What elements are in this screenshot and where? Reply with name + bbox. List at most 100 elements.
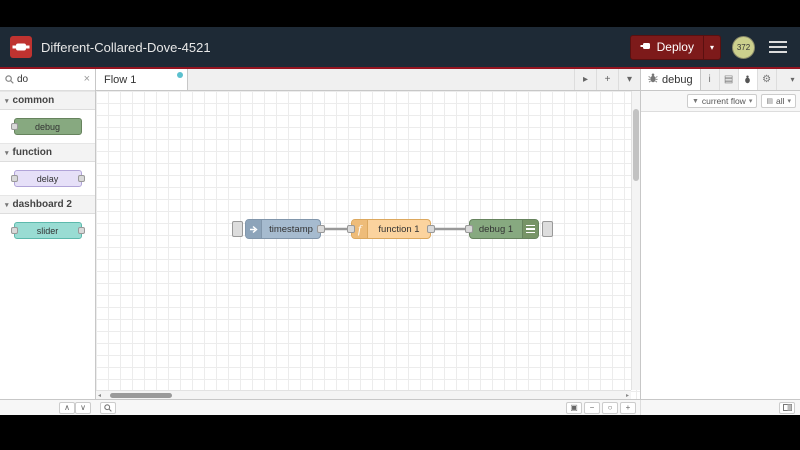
palette-node-delay[interactable]: delay: [10, 170, 85, 187]
palette-collapse-up-icon[interactable]: ∧: [59, 401, 75, 414]
palette-collapse-down-icon[interactable]: ∨: [75, 401, 91, 414]
node-red-logo-icon[interactable]: [10, 36, 32, 58]
node-input-port[interactable]: [347, 225, 355, 233]
chevron-down-icon: ▾: [787, 98, 791, 105]
deploy-node-icon: [640, 40, 652, 54]
flow-tab-label: Flow 1: [104, 73, 137, 86]
search-icon: [5, 71, 14, 89]
bug-icon: [648, 73, 658, 86]
minimap-toggle-icon[interactable]: ▣: [566, 401, 582, 414]
debug-sliders-icon: [522, 220, 538, 238]
footer-bar: ∧ ∨ ▣ − ○ +: [0, 399, 800, 415]
chevron-down-icon: ▾: [5, 149, 9, 157]
tab-debug-icon[interactable]: [738, 69, 758, 90]
node-input-port: [10, 175, 18, 182]
tab-config-gear-icon[interactable]: ⚙: [758, 69, 777, 90]
node-label: debug 1: [478, 223, 514, 235]
flow-canvas[interactable]: timestamp f function 1 debug 1: [96, 91, 640, 399]
chevron-down-icon: ▾: [5, 97, 9, 105]
chevron-down-icon: ▾: [748, 98, 753, 105]
node-label: timestamp: [269, 223, 313, 235]
vertical-scrollbar-thumb[interactable]: [633, 109, 639, 181]
debug-toggle-button[interactable]: [542, 221, 553, 237]
palette-footer: ∧ ∨: [0, 401, 96, 414]
palette-category-function[interactable]: ▾ function: [0, 143, 95, 162]
sidebar-tab-label: debug: [662, 73, 693, 86]
header: Different-Collared-Dove-4521 Deploy ▾: [0, 27, 800, 69]
node-output-port: [77, 175, 85, 182]
debug-filter-all-button[interactable]: ▤ all ▾: [761, 94, 796, 108]
palette-category-common[interactable]: ▾ common: [0, 91, 95, 110]
palette-search-input[interactable]: [17, 74, 81, 85]
deploy-button[interactable]: Deploy ▾: [629, 34, 721, 60]
main-row: × ▾ common debug ▾ function: [0, 69, 800, 399]
scroll-left-icon[interactable]: ◂: [98, 392, 102, 399]
inject-icon: [246, 220, 262, 238]
category-label: common: [12, 95, 55, 106]
scroll-tabs-icon[interactable]: ▸: [574, 69, 596, 90]
palette-category-dashboard-body: slider: [0, 214, 95, 247]
palette-category-dashboard[interactable]: ▾ dashboard 2: [0, 195, 95, 214]
flow-node-function[interactable]: f function 1: [347, 219, 435, 239]
palette-node-label: delay: [36, 173, 59, 184]
search-clear-icon[interactable]: ×: [83, 73, 90, 85]
vertical-scrollbar[interactable]: [631, 91, 640, 390]
wires: [321, 227, 469, 231]
tab-flow-1[interactable]: Flow 1: [96, 69, 188, 90]
zoom-controls: ▣ − ○ +: [566, 401, 636, 414]
deploy-button-main[interactable]: Deploy: [631, 36, 703, 59]
node-label: function 1: [378, 223, 420, 235]
right-sidebar: debug i ▤ ⚙ ▾ ▼ current flow ▾: [640, 69, 800, 399]
user-avatar[interactable]: 372: [732, 35, 755, 59]
search-flows-icon[interactable]: [100, 401, 116, 414]
hamburger-icon: [769, 41, 787, 43]
sidebar-tabbar: debug i ▤ ⚙ ▾: [641, 69, 800, 91]
add-flow-button[interactable]: +: [596, 69, 618, 90]
sidebar-tab-list-caret[interactable]: ▾: [790, 75, 795, 84]
deploy-caret-button[interactable]: ▾: [702, 35, 720, 59]
unsaved-changes-dot: [177, 72, 183, 78]
tabbar-tools: ▸ + ▾: [574, 69, 640, 90]
debug-filter-flow-button[interactable]: ▼ current flow ▾: [686, 94, 758, 108]
node-output-port: [77, 227, 85, 234]
tab-help-icon[interactable]: ▤: [720, 69, 739, 90]
palette-node-debug[interactable]: debug: [10, 118, 82, 135]
palette-node-label: debug: [34, 121, 61, 132]
zoom-in-button[interactable]: +: [620, 401, 636, 414]
flow-node-debug[interactable]: debug 1: [465, 219, 539, 239]
zoom-reset-button[interactable]: ○: [602, 401, 618, 414]
node-red-app: Different-Collared-Dove-4521 Deploy ▾: [0, 27, 800, 415]
scroll-right-icon[interactable]: ▸: [625, 392, 629, 399]
flow-list-button[interactable]: ▾: [618, 69, 640, 90]
function-icon: f: [352, 220, 368, 238]
flow-node-inject[interactable]: timestamp: [245, 219, 325, 239]
palette: × ▾ common debug ▾ function: [0, 69, 96, 399]
tab-debug[interactable]: debug: [641, 69, 701, 90]
category-label: dashboard 2: [12, 199, 72, 210]
zoom-out-button[interactable]: −: [584, 401, 600, 414]
horizontal-scrollbar-thumb[interactable]: [110, 393, 172, 398]
node-output-port[interactable]: [317, 225, 325, 233]
node-input-port: [10, 123, 18, 130]
horizontal-scrollbar[interactable]: ◂ ▸: [96, 390, 631, 399]
debug-filter-bar: ▼ current flow ▾ ▤ all ▾: [641, 91, 800, 112]
category-label: function: [12, 147, 52, 158]
canvas-footer: ▣ − ○ +: [96, 401, 640, 414]
inject-trigger-button[interactable]: [232, 221, 243, 237]
workspace-title: Different-Collared-Dove-4521: [41, 39, 211, 55]
palette-search: ×: [0, 69, 95, 91]
palette-category-common-body: debug: [0, 110, 95, 143]
main-menu-button[interactable]: [766, 38, 790, 56]
flow-canvas-panel: Flow 1 ▸ + ▾: [96, 69, 640, 399]
node-output-port[interactable]: [427, 225, 435, 233]
tab-info-icon[interactable]: i: [701, 69, 720, 90]
funnel-icon: ▼: [691, 97, 699, 105]
expand-sidebar-icon[interactable]: [779, 401, 795, 414]
deploy-label: Deploy: [656, 40, 694, 54]
filter-all-label: all: [775, 96, 785, 106]
palette-node-slider[interactable]: slider: [10, 222, 85, 239]
debug-messages-panel: [641, 112, 800, 399]
palette-category-function-body: delay: [0, 162, 95, 195]
node-input-port[interactable]: [465, 225, 473, 233]
